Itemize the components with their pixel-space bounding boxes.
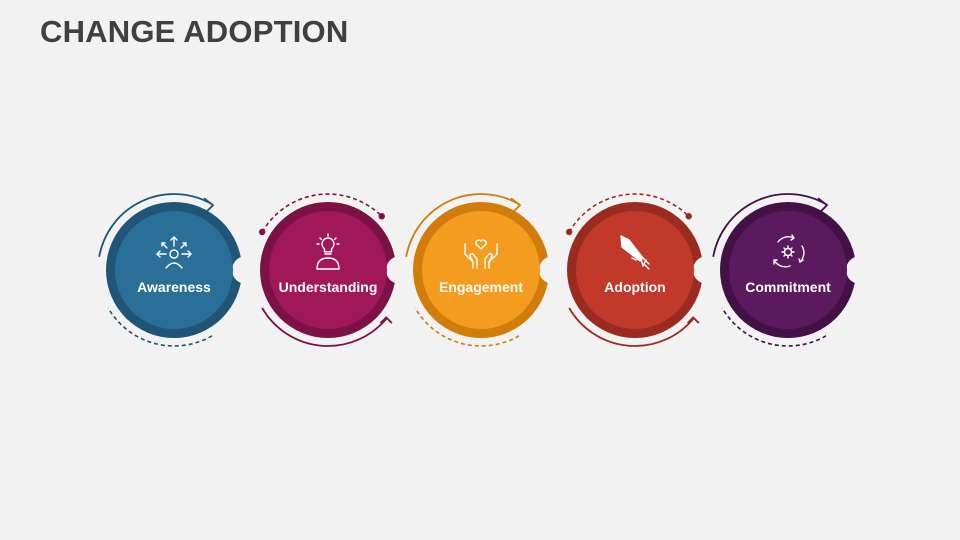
step-4-circle	[576, 211, 694, 329]
heart-hands-icon	[464, 239, 498, 269]
step-4-arrowhead	[686, 316, 700, 324]
idea-person-icon	[316, 233, 340, 270]
step-3-top-arc	[405, 193, 520, 257]
step-2-bottom-arc	[261, 307, 387, 347]
cycle-gear-icon	[773, 234, 805, 268]
awareness-icon	[156, 236, 192, 269]
step-4-dot-end	[685, 213, 692, 220]
step-1-arrowhead	[203, 197, 215, 213]
step-3-circle	[422, 211, 540, 329]
step-1-top-arc	[98, 193, 213, 257]
step-1-circle	[115, 211, 233, 329]
step-4-dot-start	[565, 228, 573, 236]
page-title: CHANGE ADOPTION	[40, 14, 349, 49]
step-3-bottom-dashed-arc	[414, 307, 520, 347]
step-4-label: Adoption	[604, 279, 666, 295]
step-4-top-dashed-arc	[568, 193, 690, 233]
step-1-notch	[232, 256, 260, 284]
step-2-dot-start	[258, 228, 266, 236]
step-4-notch	[693, 256, 721, 284]
step-5-arrowhead	[817, 197, 829, 213]
step-5-notch	[846, 256, 874, 284]
step-5-bottom-dashed-arc	[721, 307, 827, 347]
step-3-notch	[539, 256, 567, 284]
step-2-top-dashed-arc	[261, 193, 383, 233]
step-5-top-arc	[712, 193, 827, 257]
step-3-label: Engagement	[438, 279, 523, 295]
step-2-notch	[386, 256, 414, 284]
step-2-dot-end	[378, 213, 385, 220]
step-3-arrowhead	[510, 197, 522, 213]
step-4-bottom-arc	[568, 307, 694, 347]
step-5-label: Commitment	[745, 279, 831, 295]
step-5-circle	[729, 211, 847, 329]
step-2-arrowhead	[379, 316, 393, 324]
step-1-label: Awareness	[137, 279, 211, 295]
rocket-icon	[620, 235, 650, 270]
step-2-circle	[269, 211, 387, 329]
step-2-label: Understanding	[278, 279, 378, 295]
step-1-bottom-dashed-arc	[107, 307, 213, 347]
